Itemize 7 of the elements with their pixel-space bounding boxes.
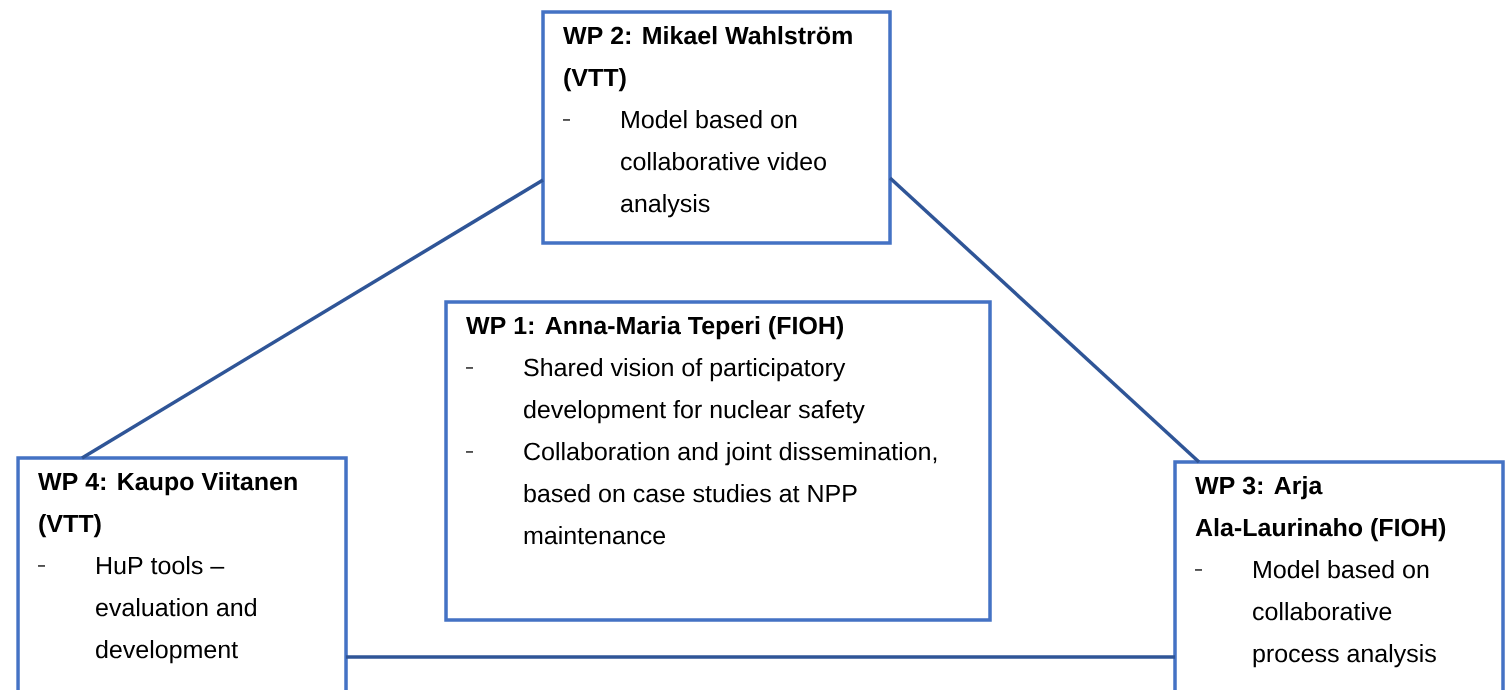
text-box: WP 3: Arja Ala-Laurinaho (FIOH) Model based on collaborative process analysis [1173,460,1505,690]
text-box: WP 2: Mikael Wahlström (VTT) Model based on collaborative video analysis [541,10,892,245]
text-box: WP 1: Anna-Maria Teperi (FIOH) Shared vision of participatory development for nuclear safety Collaboration and joint dissemination, based on case studies at NPP maintenance [444,300,992,622]
connector-line [81,178,544,460]
text-box: WP 4: Kaupo Viitanen (VTT) HuP tools – evaluation and development [16,456,348,690]
connector-line [888,176,1201,464]
connector-line [346,655,1175,659]
